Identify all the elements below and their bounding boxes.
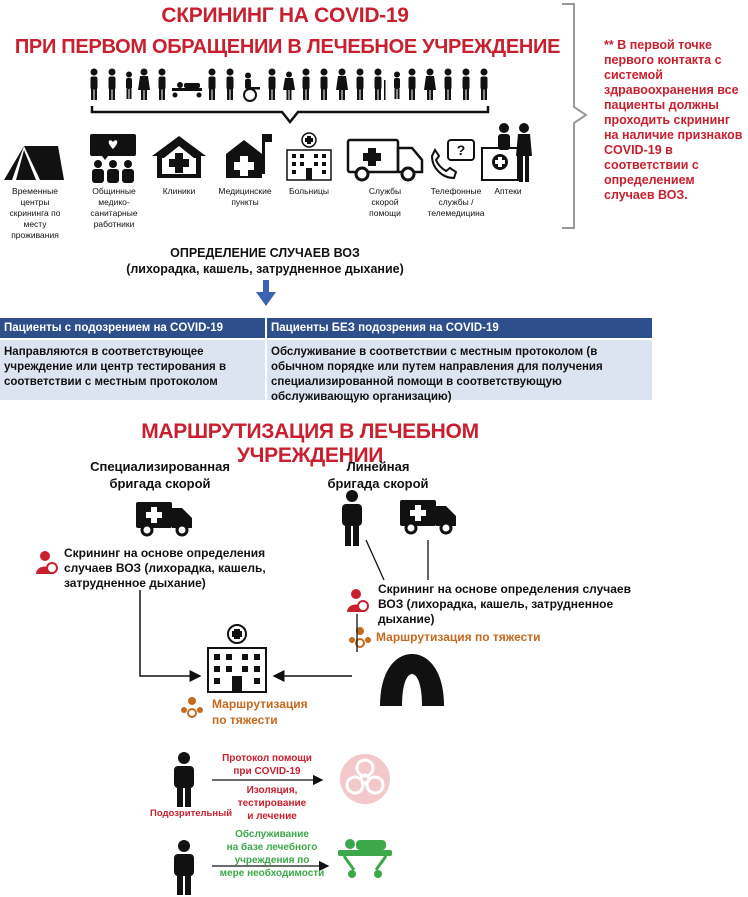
routing-title: МАРШРУТИЗАЦИЯ В ЛЕЧЕБНОМ УЧРЕЖДЕНИИ — [141, 420, 479, 467]
screening-worker-icon-right — [347, 589, 369, 612]
severity-text-center: Маршрутизация по тяжести — [212, 696, 332, 728]
emergency-tent-icon — [380, 653, 444, 706]
contact-point-label-5: Службы скорой помощи — [368, 186, 402, 218]
severity-icon-right — [349, 627, 371, 648]
line-team-person-icon — [342, 490, 362, 546]
case-definition-symptoms: (лихорадка, кашель, затрудненное дыхание… — [126, 262, 404, 276]
protocol-text: Протокол помощи при COVID-19 — [212, 752, 322, 778]
telephone-icon: ? — [430, 139, 475, 180]
severity-icon-center — [181, 697, 203, 718]
pharmacy-icon — [481, 123, 532, 182]
table-header-no-suspect: Пациенты БЕЗ подозрения на COVID-19 — [267, 318, 652, 338]
horizontal-brace — [90, 106, 490, 125]
biohazard-icon — [340, 754, 390, 804]
contact-point-label-0: Временные центры скрининга по месту прож… — [9, 186, 61, 240]
service-text: Обслуживание на базе лечебного учреждени… — [212, 828, 332, 880]
community-workers-icon — [90, 134, 136, 183]
protocol-line2: при COVID-19 — [233, 766, 301, 777]
contact-point-label-2: Клиники — [162, 186, 196, 196]
medical-post-icon — [226, 134, 272, 178]
isolation-line2: и лечение — [247, 811, 297, 822]
routing-hospital-icon — [207, 624, 267, 693]
contact-point-label-1: Общинные медико-санитарные работники — [90, 186, 138, 229]
severity-center-line2: по тяжести — [212, 713, 278, 727]
line-team-line1: Линейная — [346, 459, 410, 474]
screening-text-right: Скрининг на основе определения случаев В… — [378, 582, 631, 626]
svg-text:?: ? — [457, 142, 466, 158]
contact-point-label-4: Больницы — [289, 186, 329, 196]
contact-point-label-6: Телефонные службы / телемедицина — [427, 186, 485, 218]
isolation-line1: Изоляция, тестирование — [237, 785, 307, 809]
arrow-down-icon — [256, 280, 276, 306]
contact-point-label-3: Медицинские пункты — [218, 186, 272, 207]
side-note: ** В первой точке первого контакта с сис… — [604, 38, 743, 202]
right-brace — [562, 3, 588, 229]
specialized-team-line2: бригада скорой — [109, 476, 211, 491]
service-line1: Обслуживание — [235, 829, 309, 840]
screening-text-left: Скрининг на основе определения случаев В… — [64, 546, 266, 590]
line-team-line2: бригада скорой — [327, 476, 429, 491]
hospital-icon — [286, 132, 332, 181]
screening-title-line1: СКРИНИНГ НА COVID-19 — [161, 4, 409, 27]
suspect-label: Подозрительный — [150, 808, 233, 819]
protocol-line1: Протокол помощи — [222, 753, 312, 764]
screening-worker-icon-left — [36, 551, 58, 574]
suspect-person-icon — [174, 752, 194, 807]
people-crowd-icon — [90, 68, 488, 102]
table-cell-suspect: Направляются в соответствующее учреждени… — [0, 340, 265, 400]
line-team-title: Линейная бригада скорой — [318, 458, 438, 492]
severity-text-right: Маршрутизация по тяжести — [376, 630, 541, 644]
specialized-team-line1: Специализированная — [90, 459, 230, 474]
case-definition-title: ОПРЕДЕЛЕНИЕ СЛУЧАЕВ ВОЗ — [170, 246, 360, 260]
contact-point-label-7: Аптеки — [494, 186, 522, 196]
specialized-team-title: Специализированная бригада скорой — [80, 458, 240, 492]
non-suspect-person-icon — [174, 840, 194, 895]
table-cell-no-suspect: Обслуживание в соответствии с местным пр… — [267, 340, 652, 403]
specialized-ambulance-icon — [136, 502, 192, 537]
screening-title-line2: ПРИ ПЕРВОМ ОБРАЩЕНИИ В ЛЕЧЕБНОЕ УЧРЕЖДЕН… — [14, 36, 561, 58]
service-line3: учреждения по — [234, 855, 310, 866]
tent-icon — [4, 146, 64, 180]
isolation-text: Изоляция, тестирование и лечение — [212, 784, 332, 823]
severity-center-line1: Маршрутизация — [212, 697, 308, 711]
service-line4: мере необходимости — [219, 868, 325, 879]
table-header-suspect: Пациенты с подозрением на COVID-19 — [0, 318, 265, 338]
ambulance-icon — [346, 138, 424, 182]
line-ambulance-icon — [400, 500, 456, 535]
clinic-icon — [152, 136, 206, 178]
service-line2: на базе лечебного — [226, 842, 318, 853]
stretcher-icon — [338, 839, 392, 878]
